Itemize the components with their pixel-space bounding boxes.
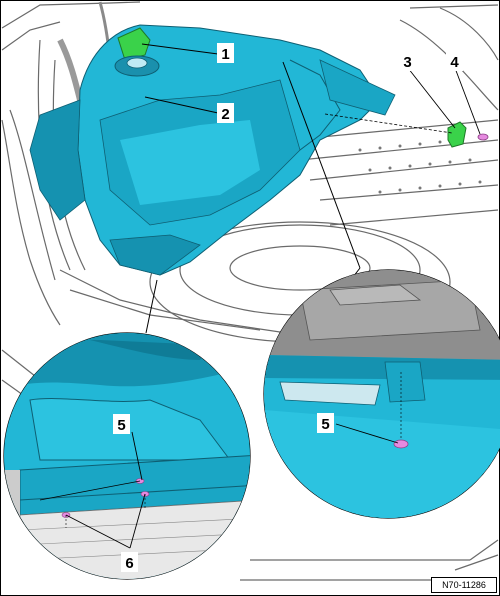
callout-6: 6 [121,552,138,572]
svg-text:5: 5 [117,417,125,434]
detail-view-right [263,61,500,519]
callout-5-left: 5 [113,414,130,434]
fastener-4 [477,133,489,141]
zoom-leader-line-left [145,279,158,334]
svg-text:4: 4 [450,54,459,71]
svg-text:5: 5 [321,416,329,433]
figure-reference-code: N70-11286 [431,577,497,593]
callout-leaders [65,43,481,549]
green-clip-3 [447,121,467,148]
callout-2: 2 [217,103,234,123]
assembly-line [324,113,453,134]
callout-4: 4 [446,51,463,71]
callout-1: 1 [217,43,234,63]
svg-text:2: 2 [221,106,229,123]
green-clip-1 [114,27,160,77]
callout-5-right: 5 [317,413,334,433]
trunk-side-trim-panel [29,24,396,276]
callout-3: 3 [399,51,416,71]
svg-text:6: 6 [125,555,133,572]
detail-view-left [3,279,251,580]
svg-text:3: 3 [403,54,411,71]
zoom-leader-line-right [282,61,361,269]
svg-text:1: 1 [221,46,229,63]
